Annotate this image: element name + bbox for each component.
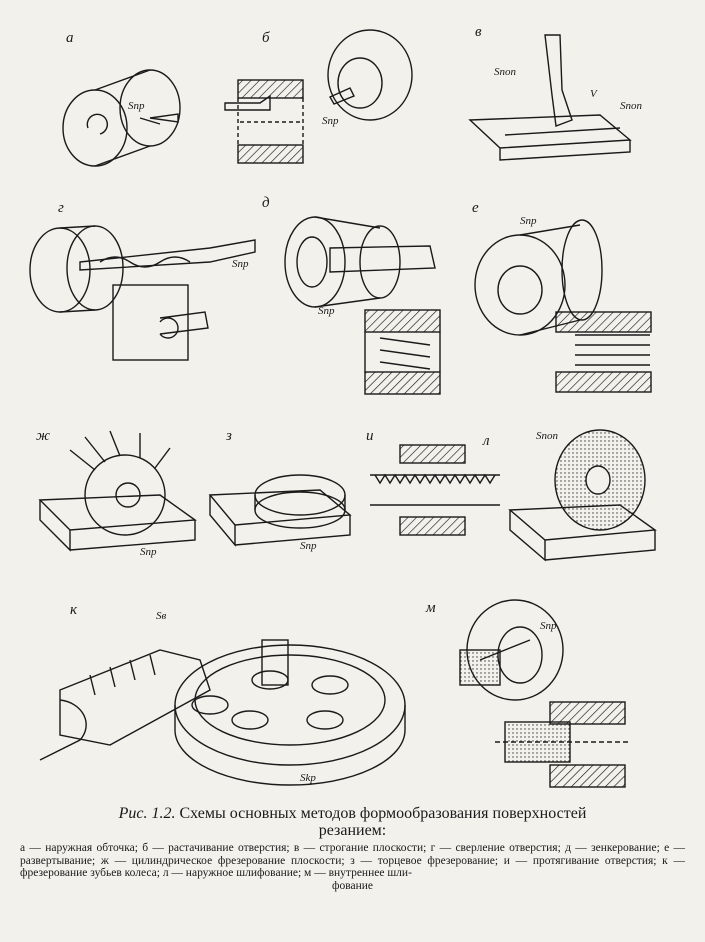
panel-m-internal-grinding xyxy=(459,599,630,788)
tag-k-skp: Skp xyxy=(300,772,316,784)
label-k: к xyxy=(70,602,78,618)
label-m: м xyxy=(426,600,436,616)
panel-a-turning xyxy=(62,69,181,167)
label-v: в xyxy=(475,24,482,40)
figure-caption: Рис. 1.2. Схемы основных методов формооб… xyxy=(20,805,685,892)
label-l: л xyxy=(483,433,490,449)
label-g: г xyxy=(58,200,64,216)
tag-v-snop-2: Snon xyxy=(620,100,642,112)
caption-title-line1: Схемы основных методов формообразования … xyxy=(179,805,587,822)
panel-b-boring xyxy=(224,29,413,164)
label-i: и xyxy=(366,428,374,444)
tag-b-snp: Snp xyxy=(322,115,339,127)
tag-v-speed: V xyxy=(590,88,597,100)
panel-k-gear-milling xyxy=(39,639,406,786)
methods-illustration xyxy=(29,29,657,788)
panel-g-drilling xyxy=(29,225,256,361)
tag-l-snop: Snon xyxy=(536,430,558,442)
caption-legend-text: а — наружная обточка; б — растачивание о… xyxy=(20,842,685,879)
label-zh: ж xyxy=(36,428,50,444)
panel-v-planing xyxy=(468,34,632,161)
tag-zh-snp: Snp xyxy=(140,546,157,558)
tag-a-snp: Snp xyxy=(128,100,145,112)
panel-e-reaming xyxy=(474,219,652,393)
caption-figure-number: Рис. 1.2. xyxy=(118,805,176,822)
caption-legend: а — наружная обточка; б — растачивание о… xyxy=(20,842,685,892)
tag-k-sb: Sв xyxy=(156,610,167,622)
tag-e-snp: Snp xyxy=(520,215,537,227)
caption-title: Рис. 1.2. Схемы основных методов формооб… xyxy=(20,805,685,839)
caption-title-line2: резанием: xyxy=(318,822,387,839)
tag-v-snop: Snon xyxy=(494,66,516,78)
label-z: з xyxy=(226,428,232,444)
panel-zh-milling xyxy=(38,430,197,552)
label-d: д xyxy=(262,195,270,211)
panel-i-broaching xyxy=(370,444,500,536)
tag-m-snp: Snp xyxy=(540,620,557,632)
panel-d-countersinking xyxy=(284,216,441,395)
tag-g-snp: Snp xyxy=(232,258,249,270)
caption-legend-last: фование xyxy=(332,879,373,892)
tag-z-snp: Snp xyxy=(300,540,317,552)
panel-z-face-milling xyxy=(208,474,352,547)
label-b: б xyxy=(262,30,270,46)
panel-l-grinding xyxy=(508,429,657,562)
label-e: е xyxy=(472,200,479,216)
label-a: а xyxy=(66,30,74,46)
tag-d-snp: Snp xyxy=(318,305,335,317)
